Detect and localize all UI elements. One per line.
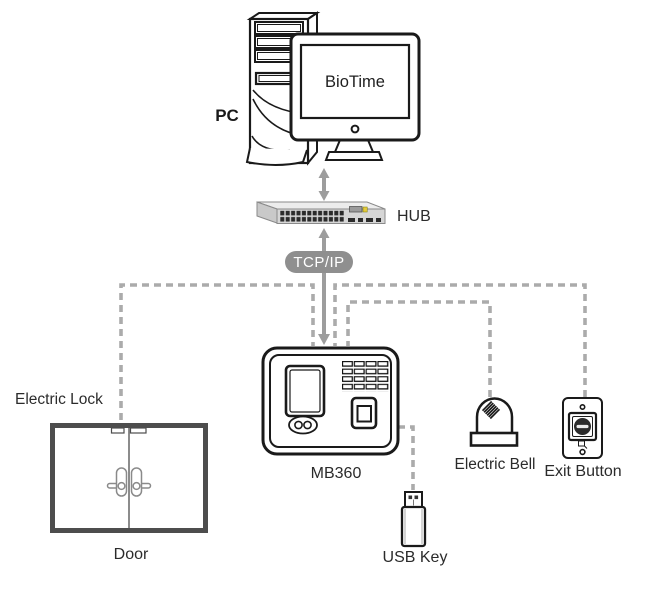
electric-bell-label: Electric Bell xyxy=(455,456,536,473)
pc-hub-arrow xyxy=(318,168,330,201)
door-lock-strike-left xyxy=(110,427,125,434)
electric-bell-figure xyxy=(469,397,519,447)
mb360-camera xyxy=(288,415,318,435)
exit-glyph xyxy=(578,440,588,449)
door-figure xyxy=(50,423,208,533)
mb360-keypad xyxy=(342,361,389,392)
hub-uplink-arrow xyxy=(318,228,330,253)
monitor-power-button xyxy=(350,124,360,134)
device-downlink-arrow xyxy=(318,271,330,345)
exit-button-figure xyxy=(562,397,603,459)
pc-monitor: BioTime xyxy=(289,32,421,161)
wire-device-to-usb-key xyxy=(398,425,415,490)
bell-hatch-pattern xyxy=(481,400,501,420)
hub-yellow-led xyxy=(362,206,368,213)
hub-ports xyxy=(280,210,345,222)
door-handle-left xyxy=(106,467,128,497)
exit-button-label: Exit Button xyxy=(544,463,621,480)
wire-device-to-electric-bell xyxy=(346,300,492,397)
door-lock-strike-right xyxy=(129,427,147,434)
monitor-stand-neck xyxy=(333,139,375,153)
mb360-label: MB360 xyxy=(311,465,362,482)
pc-label: PC xyxy=(215,106,239,125)
door-label: Door xyxy=(114,546,149,563)
usb-key-label: USB Key xyxy=(383,549,448,566)
tcpip-label: TCP/IP xyxy=(293,254,344,271)
hub-uplink-module xyxy=(349,206,363,213)
hub-label: HUB xyxy=(397,208,431,225)
monitor-screen xyxy=(299,43,411,120)
electric-lock-label: Electric Lock xyxy=(15,391,103,408)
biotime-screen-label: BioTime xyxy=(325,73,385,91)
usb-key-figure xyxy=(400,491,427,548)
door-handle-right xyxy=(130,467,152,497)
wire-device-to-door-lock xyxy=(119,283,315,420)
exit-plate-screw-bottom xyxy=(579,448,586,456)
tcpip-badge: TCP/IP xyxy=(285,251,353,273)
mb360-fingerprint-sensor xyxy=(350,396,378,430)
mb360-device xyxy=(261,346,400,456)
exit-plate-screw-top xyxy=(579,403,586,410)
monitor-stand-base xyxy=(324,151,384,161)
hub-switch xyxy=(256,201,386,224)
